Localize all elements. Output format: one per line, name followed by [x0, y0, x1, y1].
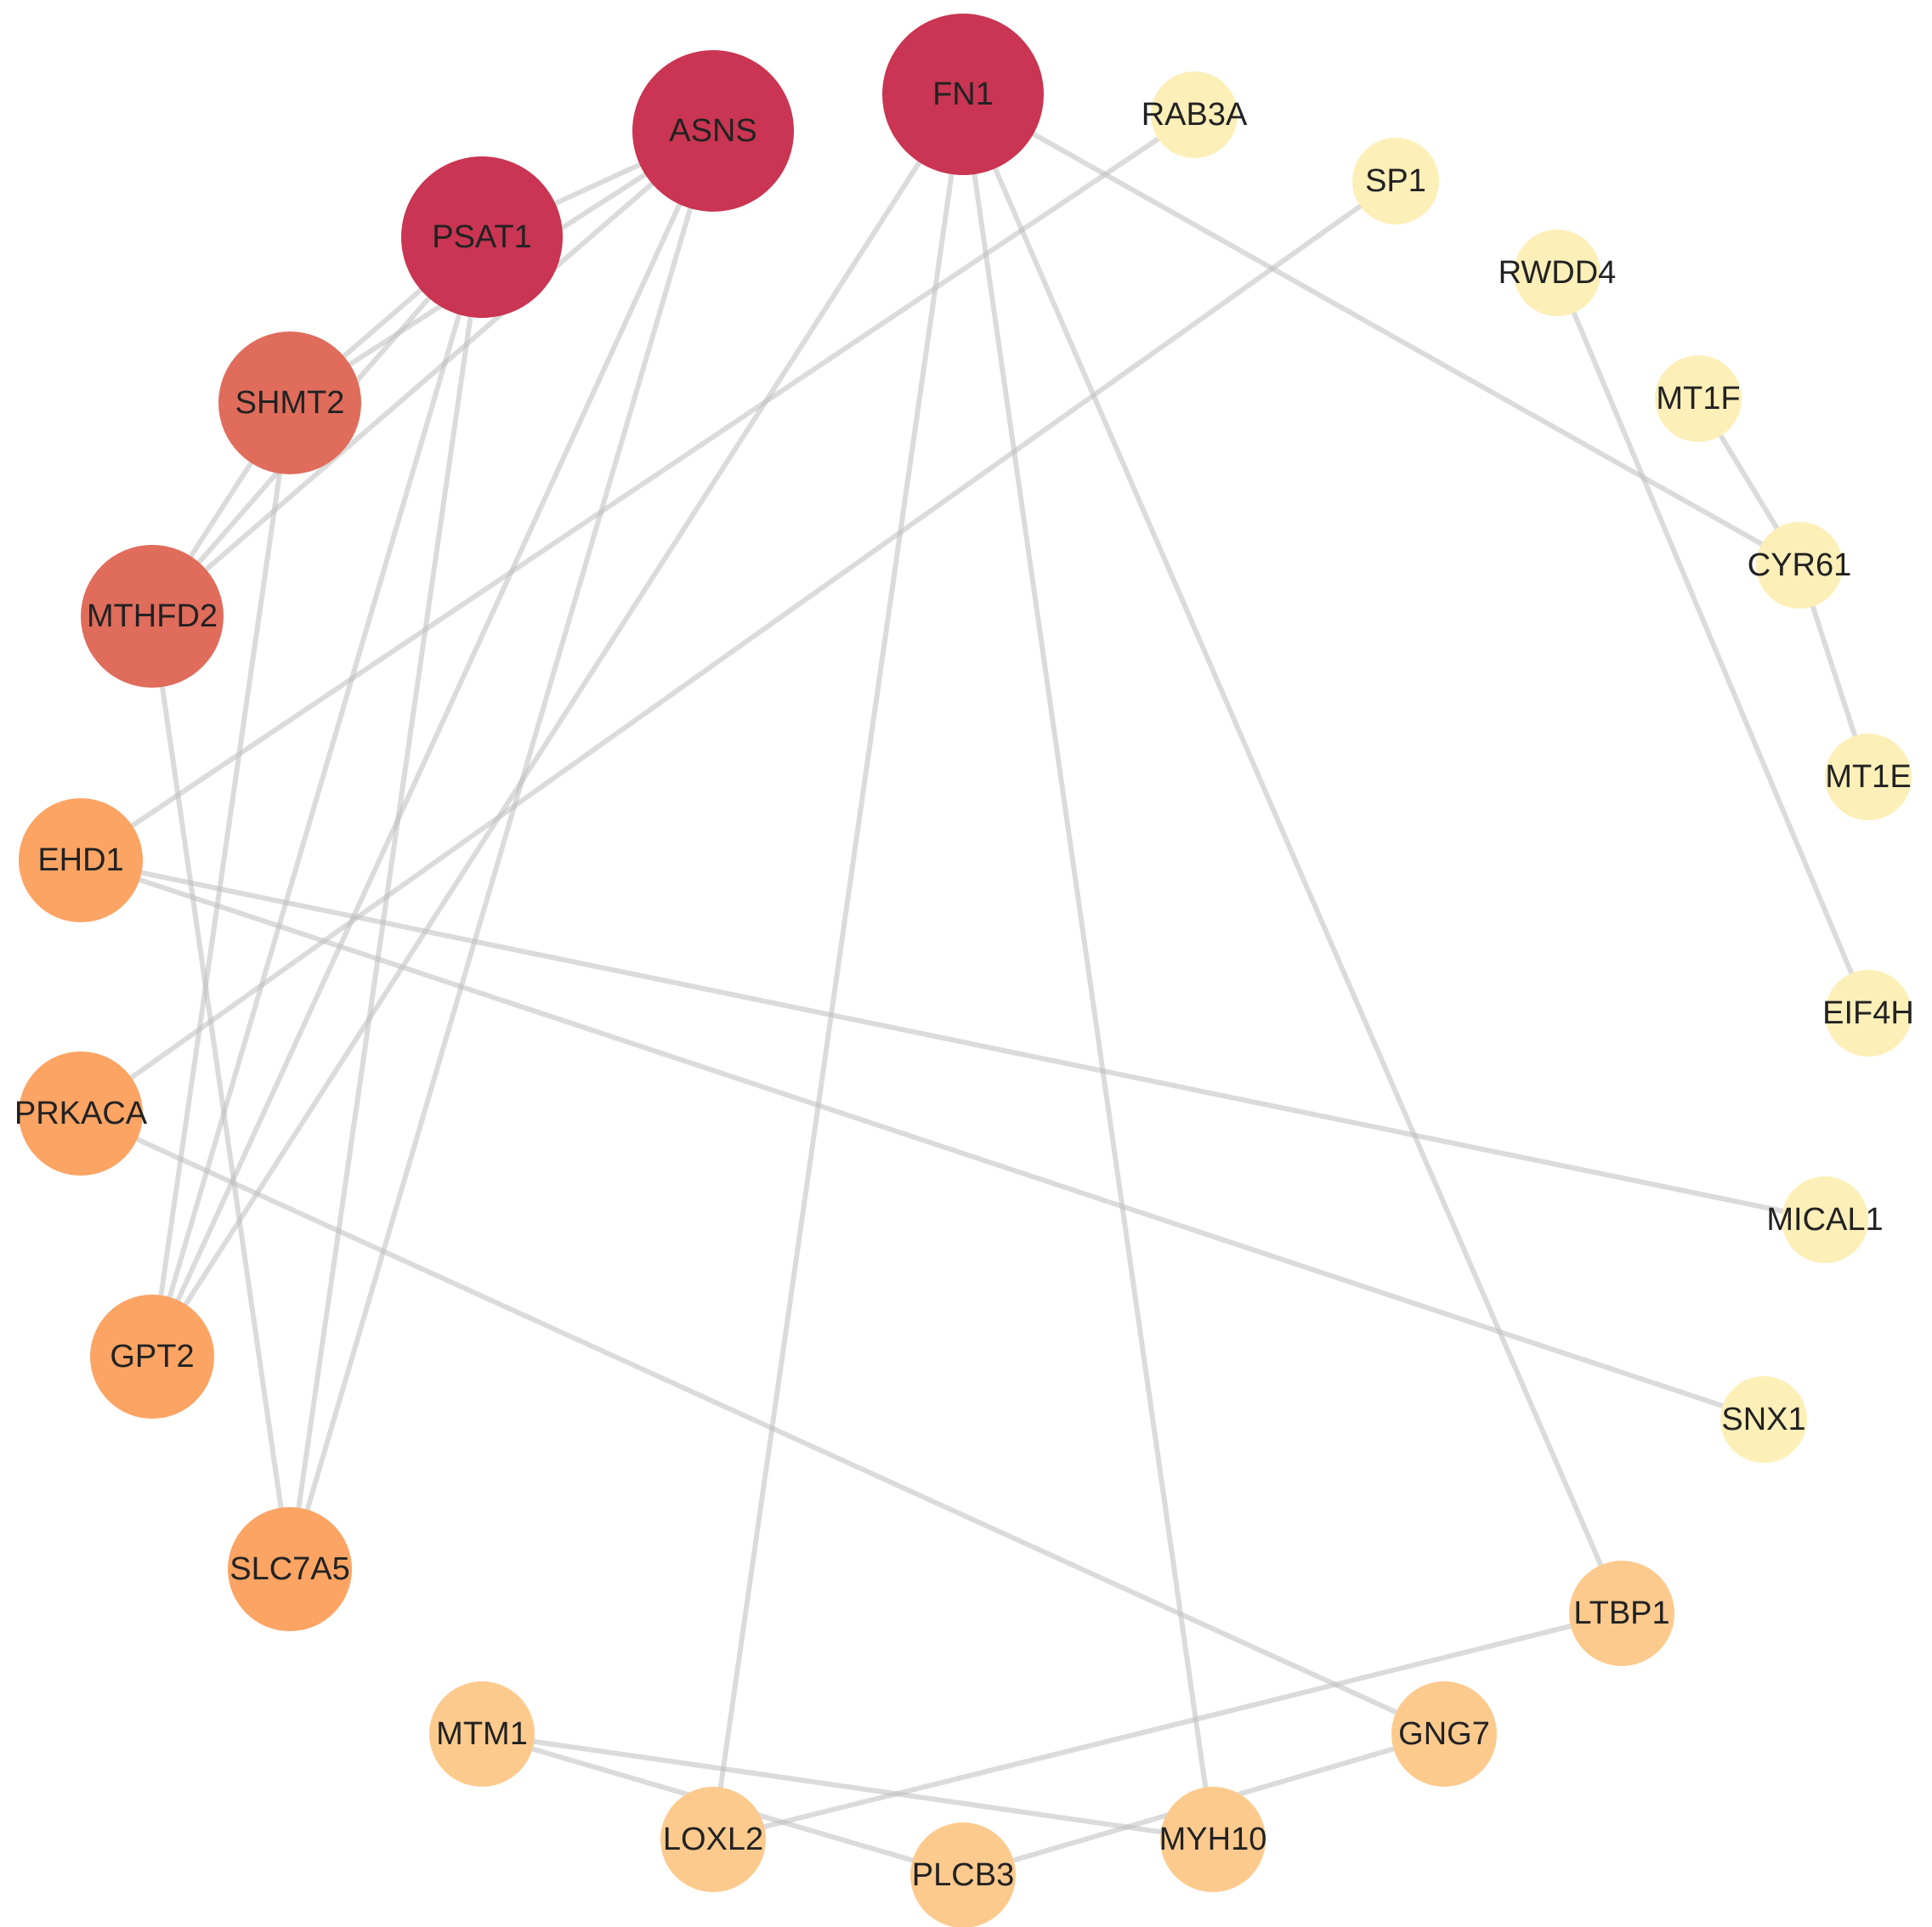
edge-psat1-slc7a5 [287, 236, 484, 1570]
node-plcb3: PLCB3 [910, 1822, 1016, 1927]
node-circle-rwdd4 [1514, 230, 1601, 316]
node-cyr61: CYR61 [1748, 522, 1852, 609]
node-fn1: FN1 [882, 14, 1044, 175]
node-label-mthfd2: MTHFD2 [87, 598, 218, 634]
edge-shmt2-gpt2 [150, 402, 292, 1357]
node-rab3a: RAB3A [1142, 71, 1248, 158]
node-label-snx1: SNX1 [1721, 1402, 1805, 1437]
node-label-shmt2: SHMT2 [235, 385, 345, 421]
node-circle-loxl2 [660, 1787, 766, 1892]
node-label-rab3a: RAB3A [1142, 97, 1248, 133]
node-mthfd2: MTHFD2 [81, 545, 224, 688]
node-circle-cyr61 [1756, 522, 1843, 609]
node-label-sp1: SP1 [1365, 163, 1426, 199]
node-circle-myh10 [1160, 1787, 1266, 1892]
node-mical1: MICAL1 [1766, 1176, 1884, 1263]
node-label-loxl2: LOXL2 [663, 1822, 763, 1857]
edge-ltbp1-loxl2 [712, 1611, 1623, 1842]
node-circle-plcb3 [910, 1822, 1016, 1927]
edge-mtm1-myh10 [481, 1731, 1214, 1842]
node-mt1f: MT1F [1655, 355, 1742, 442]
edge-asns-mthfd2 [150, 128, 715, 619]
node-label-fn1: FN1 [932, 77, 994, 112]
node-circle-eif4h [1825, 970, 1912, 1057]
node-ehd1: EHD1 [19, 798, 143, 922]
node-label-slc7a5: SLC7A5 [229, 1551, 350, 1587]
node-label-psat1: PSAT1 [432, 219, 532, 255]
node-shmt2: SHMT2 [218, 332, 361, 474]
node-circle-mical1 [1782, 1176, 1868, 1263]
node-label-ltbp1: LTBP1 [1573, 1595, 1669, 1631]
node-label-mt1e: MT1E [1825, 759, 1911, 795]
node-circle-ehd1 [19, 798, 143, 922]
edge-rwdd4-eif4h [1555, 271, 1871, 1015]
node-slc7a5: SLC7A5 [228, 1507, 352, 1631]
node-circle-shmt2 [218, 332, 361, 474]
edge-fn1-ltbp1 [960, 93, 1624, 1615]
node-mt1e: MT1E [1825, 734, 1912, 820]
node-rwdd4: RWDD4 [1499, 230, 1617, 316]
node-circle-mt1f [1655, 355, 1742, 442]
node-circle-fn1 [882, 14, 1044, 175]
node-circle-gng7 [1391, 1681, 1497, 1787]
edge-fn1-loxl2 [711, 94, 966, 1840]
node-label-gpt2: GPT2 [110, 1339, 194, 1374]
node-label-myh10: MYH10 [1159, 1822, 1267, 1857]
node-circle-snx1 [1720, 1376, 1807, 1463]
node-label-mical1: MICAL1 [1766, 1202, 1883, 1238]
node-circle-ltbp1 [1569, 1561, 1674, 1666]
node-myh10: MYH10 [1159, 1787, 1267, 1892]
edge-asns-slc7a5 [287, 130, 716, 1570]
edge-prkaca-gng7 [79, 1111, 1446, 1737]
node-circle-asns [632, 50, 794, 212]
node-label-gng7: GNG7 [1398, 1716, 1490, 1752]
node-gpt2: GPT2 [90, 1295, 214, 1419]
node-circle-gpt2 [90, 1295, 214, 1419]
edge-fn1-gpt2 [150, 93, 966, 1358]
node-circle-mtm1 [429, 1681, 535, 1787]
edge-rab3a-ehd1 [79, 112, 1196, 863]
edge-fn1-cyr61 [961, 92, 1801, 568]
node-label-prkaca: PRKACA [14, 1096, 148, 1131]
edge-sp1-prkaca [79, 179, 1397, 1116]
node-circle-psat1 [401, 156, 563, 318]
node-circle-mt1e [1825, 734, 1912, 820]
node-prkaca: PRKACA [14, 1051, 148, 1176]
node-circle-mthfd2 [81, 545, 224, 688]
node-label-asns: ASNS [669, 113, 756, 149]
edge-asns-gpt2 [150, 129, 716, 1358]
node-psat1: PSAT1 [401, 156, 563, 318]
node-ltbp1: LTBP1 [1569, 1561, 1674, 1666]
node-circle-rab3a [1151, 71, 1238, 158]
node-circle-slc7a5 [228, 1507, 352, 1631]
node-label-ehd1: EHD1 [37, 842, 123, 878]
node-loxl2: LOXL2 [660, 1787, 766, 1892]
node-label-mtm1: MTM1 [436, 1716, 528, 1752]
node-label-mt1f: MT1F [1656, 381, 1740, 417]
node-sp1: SP1 [1352, 138, 1439, 224]
edge-mthfd2-slc7a5 [150, 615, 292, 1570]
node-eif4h: EIF4H [1822, 970, 1914, 1057]
node-label-rwdd4: RWDD4 [1499, 255, 1617, 291]
node-gng7: GNG7 [1391, 1681, 1497, 1787]
node-mtm1: MTM1 [429, 1681, 535, 1787]
node-label-cyr61: CYR61 [1748, 547, 1852, 583]
node-circle-sp1 [1352, 138, 1439, 224]
node-label-plcb3: PLCB3 [912, 1857, 1014, 1893]
edge-ehd1-mical1 [80, 858, 1826, 1222]
node-circle-prkaca [19, 1051, 143, 1176]
node-label-eif4h: EIF4H [1822, 995, 1914, 1031]
node-asns: ASNS [632, 50, 794, 212]
node-snx1: SNX1 [1720, 1376, 1807, 1463]
edge-ehd1-snx1 [80, 858, 1765, 1422]
edge-fn1-myh10 [960, 94, 1215, 1840]
